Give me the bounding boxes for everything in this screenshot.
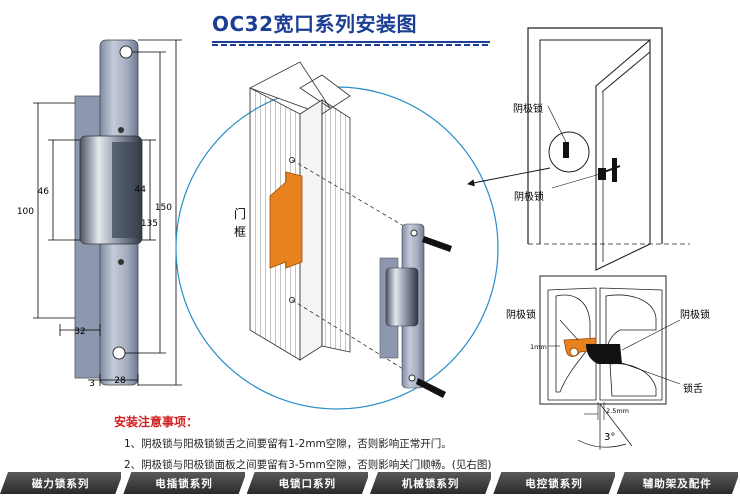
strike-cutout <box>269 171 303 269</box>
door-illustration: 阴极锁 阴极锁 <box>467 27 690 271</box>
strike-lock-drawing: 46 100 44 135 150 32 3 28 <box>17 39 182 389</box>
screwdriver-bottom <box>416 378 446 398</box>
dimension-lines <box>33 39 182 386</box>
installation-notes: 安装注意事项： 1、阴极锁与阳极锁锁舌之间要留有1-2mm空隙，否则影响正常开门… <box>114 413 574 478</box>
category-nav: 磁力锁系列 电插锁系列 电锁口系列 机械锁系列 电控锁系列 辅助架及配件 <box>0 472 740 494</box>
magnified-view: 门 框 <box>175 61 499 410</box>
small-lock-screw-top <box>410 229 418 237</box>
nav-item-mechanical-lock[interactable]: 机械锁系列 <box>370 472 493 494</box>
nav-item-magnetic-lock[interactable]: 磁力锁系列 <box>0 472 123 494</box>
page-footer-strip <box>0 494 740 502</box>
door-frame-label-1: 门 <box>234 206 246 221</box>
dim-135-label: 135 <box>141 219 158 229</box>
screw-top <box>118 127 124 133</box>
cathode-lock-label-top: 阴极锁 <box>513 102 543 115</box>
zoom-circle <box>548 131 590 173</box>
cathode-lock-label-detail-left: 阴极锁 <box>506 308 536 321</box>
dim-46-label: 46 <box>38 187 50 197</box>
guide-line-top <box>291 159 415 233</box>
latch-opening <box>112 142 140 238</box>
screw-bottom <box>118 259 124 265</box>
page-title: OC32宽口系列安装图 <box>212 12 418 36</box>
angle-arc <box>577 439 627 448</box>
latch-tongue-label: 锁舌 <box>683 382 703 395</box>
gap-detail-diagram: 阴极锁 阴极锁 锁舌 1mm 2.5mm 3° <box>506 275 710 450</box>
frame-rebate <box>299 99 323 361</box>
door-frame <box>527 27 663 244</box>
door-frame-label-2: 框 <box>234 225 246 239</box>
detail-latch-tongue <box>586 344 622 364</box>
dim-150-label: 150 <box>155 203 172 213</box>
gap-1mm-label: 1mm <box>530 343 547 351</box>
screwdriver-top <box>422 236 452 252</box>
title-underline <box>212 41 490 43</box>
door-handle-base <box>598 168 606 180</box>
notes-title: 安装注意事项： <box>114 415 199 429</box>
screw-hole-bottom <box>112 346 126 360</box>
nav-item-electric-strike[interactable]: 电锁口系列 <box>247 472 370 494</box>
title-dashed-underline <box>212 44 490 46</box>
guide-line-bottom <box>291 299 409 373</box>
small-latch-cylinder <box>385 267 419 327</box>
cathode-lock-marker <box>563 142 569 158</box>
dim-32-label: 32 <box>74 327 85 337</box>
nav-item-electric-bolt[interactable]: 电插锁系列 <box>123 472 246 494</box>
screw-hole-top <box>119 45 133 59</box>
nav-item-brackets-accessories[interactable]: 辅助架及配件 <box>617 472 740 494</box>
gap-2-5mm-label: 2.5mm <box>606 407 629 415</box>
dim-28-label: 28 <box>114 376 126 386</box>
small-lock-screw-bottom <box>408 374 416 382</box>
zoom-arrow <box>467 167 551 187</box>
nav-item-electric-control-lock[interactable]: 电控锁系列 <box>493 472 616 494</box>
cathode-lock-label-detail-right: 阴极锁 <box>680 308 710 321</box>
cathode-lock-label-mid: 阴极锁 <box>514 190 544 203</box>
dim-3-label: 3 <box>89 379 95 389</box>
frame-face-right <box>321 99 351 353</box>
dim-100-label: 100 <box>17 207 34 217</box>
angle-label: 3° <box>604 432 615 443</box>
dim-44-label: 44 <box>135 185 147 195</box>
note-item-1: 1、阴极锁与阳极锁锁舌之间要留有1-2mm空隙，否则影响正常开门。 <box>124 438 452 450</box>
door-handle <box>612 158 617 182</box>
note-item-2: 2、阴极锁与阳极锁面板之间要留有3-5mm空隙，否则影响关门顺畅。(见右图) <box>124 459 492 471</box>
